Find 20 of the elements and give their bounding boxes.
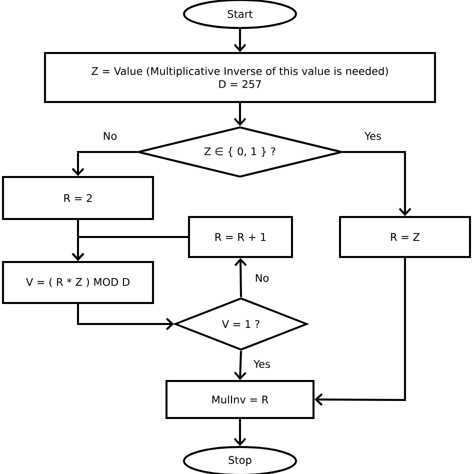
arrow xyxy=(234,419,246,446)
edge-label: No xyxy=(102,131,118,141)
process-box: R = Z xyxy=(339,216,471,258)
process-box: R = 2 xyxy=(2,176,154,220)
arrow xyxy=(314,258,406,406)
process-box: Z = Value (Multiplicative Inverse of this value is needed) D = 257 xyxy=(44,52,436,103)
arrow xyxy=(77,304,174,330)
process-box: MulInv = R xyxy=(166,380,314,419)
arrow xyxy=(234,350,246,380)
arrow xyxy=(234,258,247,298)
edge-label: No xyxy=(254,273,270,283)
process-box: V = ( R * Z ) MOD D xyxy=(2,261,154,304)
edge-label: Yes xyxy=(364,131,382,141)
arrow xyxy=(72,151,137,176)
arrow xyxy=(343,151,412,216)
arrow xyxy=(72,236,188,261)
edge-label: Yes xyxy=(252,359,272,369)
arrow xyxy=(234,29,246,52)
process-box: R = R + 1 xyxy=(188,216,293,258)
arrow xyxy=(234,103,246,126)
